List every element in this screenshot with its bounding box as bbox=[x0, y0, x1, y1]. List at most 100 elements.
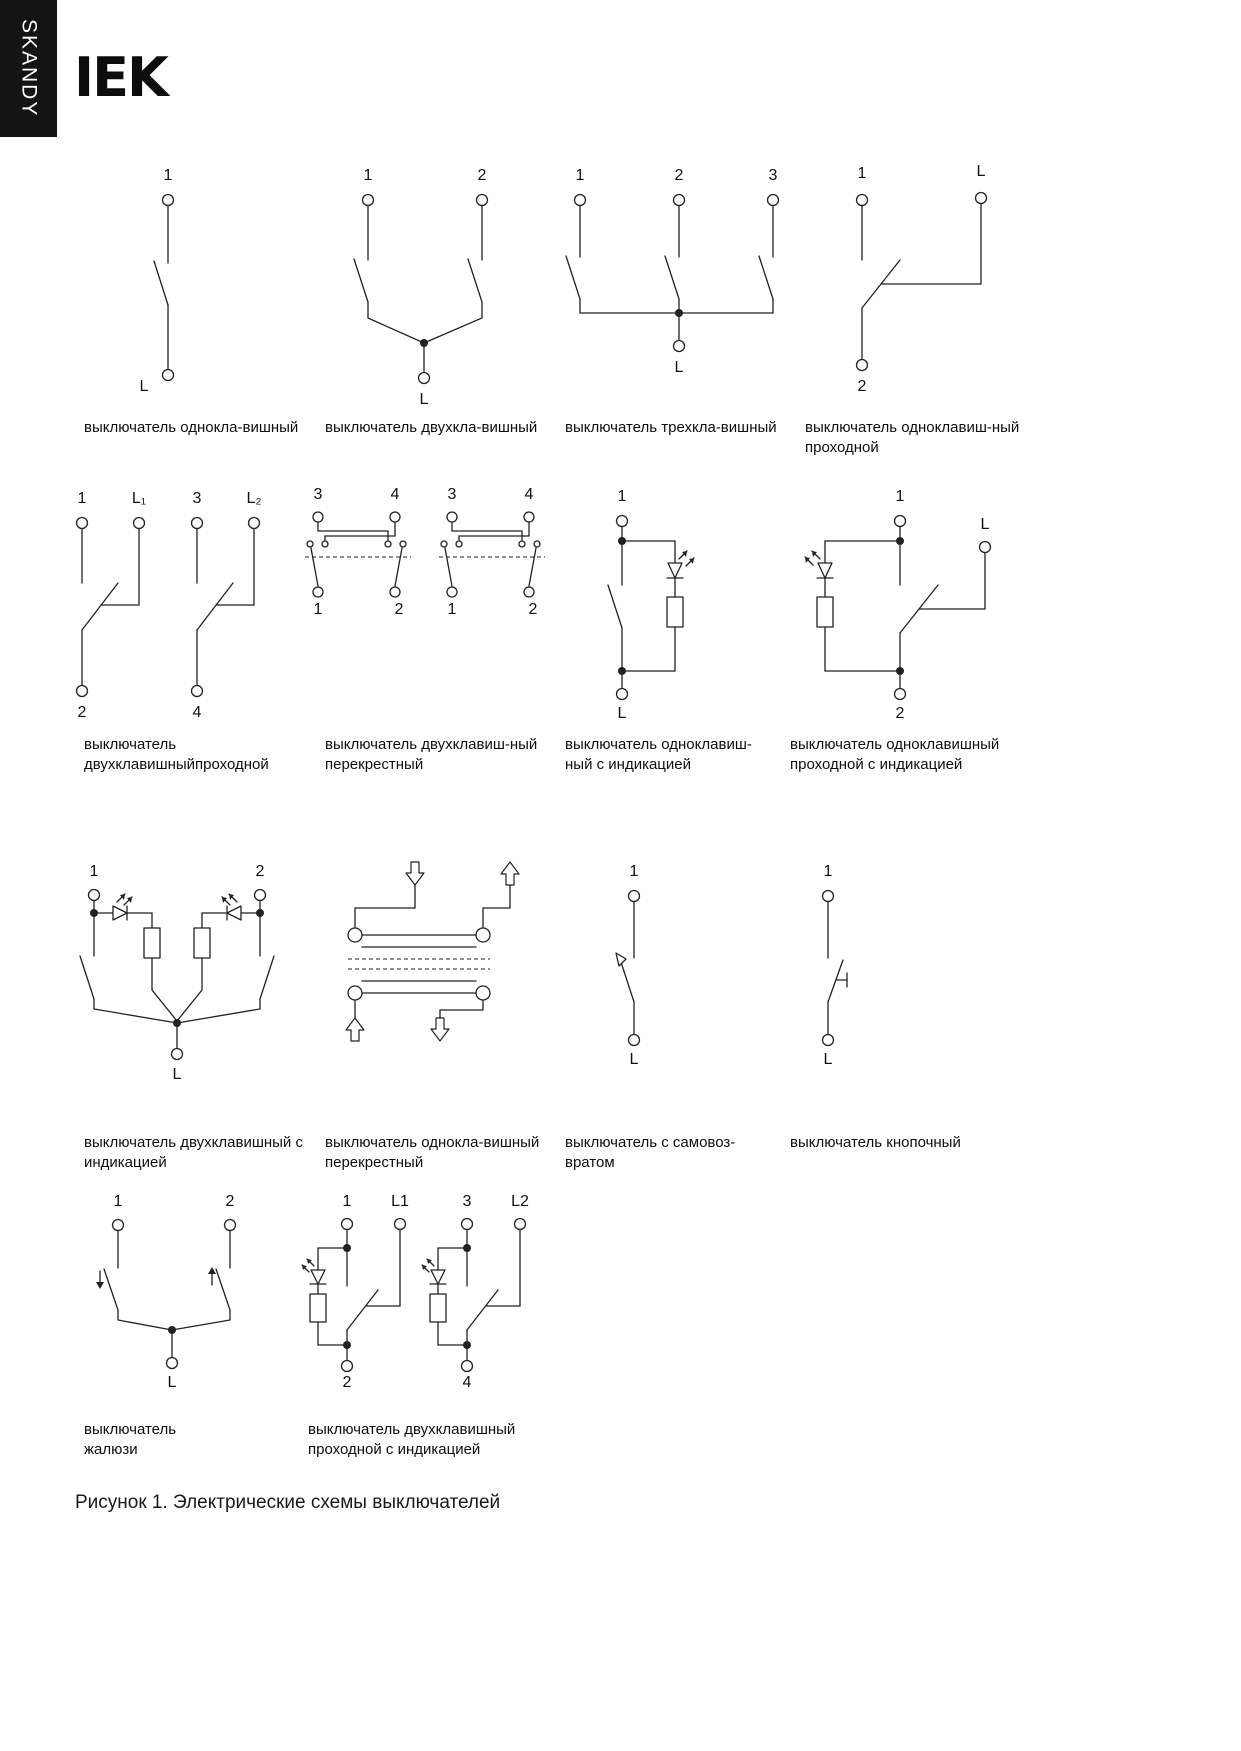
switch-contact bbox=[619, 958, 635, 1003]
terminal-label: L bbox=[977, 163, 986, 180]
diagram-double-pass-through-indicator-switch: 1 L1 2 3 bbox=[300, 1190, 560, 1410]
switch-contact bbox=[79, 955, 95, 1000]
diagram-caption: выключатель одноклавиш- ный с индикацией bbox=[565, 736, 752, 773]
contact bbox=[384, 540, 392, 548]
arrow-up-icon bbox=[208, 1267, 216, 1286]
led-icon bbox=[666, 550, 695, 579]
terminal-label: L bbox=[420, 391, 429, 408]
terminal bbox=[672, 193, 686, 207]
terminal-label: 2 bbox=[343, 1374, 352, 1391]
pass-through-schematic: 1 L 2 bbox=[855, 163, 988, 395]
skandy-banner: SKANDY bbox=[0, 0, 57, 137]
diagram-caption: выключатель двухкла-вишный bbox=[325, 419, 538, 436]
terminal bbox=[340, 1359, 354, 1373]
terminal bbox=[340, 1217, 354, 1231]
contact bbox=[321, 540, 329, 548]
terminal bbox=[460, 1359, 474, 1373]
switch-contact bbox=[353, 258, 369, 303]
terminal-label: 3 bbox=[314, 486, 323, 503]
double-pass-through-schematic: 1 L₁ 2 3 L₂ 4 bbox=[75, 490, 262, 721]
diagram-caption: выключатель с самовоз- вратом bbox=[565, 1134, 736, 1171]
terminal-label: 2 bbox=[858, 378, 867, 395]
terminal bbox=[893, 514, 907, 528]
terminal-label: 2 bbox=[675, 167, 684, 184]
terminal-label: 1 bbox=[618, 488, 627, 505]
terminal-label: L bbox=[981, 516, 990, 533]
diagram-caption: выключатель двухклавишныйпроходной bbox=[84, 736, 269, 773]
terminal bbox=[627, 1033, 641, 1047]
switch-contact bbox=[861, 259, 901, 309]
switch-contact bbox=[153, 260, 169, 306]
diagram-blinds-switch: 1 2 L bbox=[75, 1190, 310, 1410]
arrow-down-icon bbox=[430, 1017, 450, 1042]
switch-contact bbox=[466, 1289, 499, 1331]
double-switch-schematic: 1 2 L bbox=[353, 167, 489, 408]
terminal bbox=[161, 193, 175, 207]
terminal-label: 2 bbox=[226, 1193, 235, 1210]
terminal bbox=[393, 1217, 407, 1231]
diagram-double-switch-indicator: 1 2 bbox=[75, 860, 310, 1110]
terminal-label: 2 bbox=[529, 601, 538, 618]
contact bbox=[306, 540, 314, 548]
double-crossover-schematic: 3 4 1 2 3 4 bbox=[305, 486, 545, 618]
terminal bbox=[821, 889, 835, 903]
terminal-label: L bbox=[630, 1051, 639, 1068]
terminal bbox=[893, 687, 907, 701]
terminal bbox=[190, 684, 204, 698]
terminal-label: L bbox=[168, 1374, 177, 1391]
contact bbox=[399, 540, 407, 548]
terminal bbox=[165, 1356, 179, 1370]
led-icon bbox=[804, 550, 834, 579]
terminal bbox=[253, 888, 267, 902]
contact bbox=[440, 540, 448, 548]
terminal bbox=[627, 889, 641, 903]
terminal bbox=[615, 687, 629, 701]
diagram-caption: выключатель однокла-вишный bbox=[84, 419, 299, 436]
crossover-unit: 3 4 1 2 bbox=[305, 486, 411, 618]
diagram-single-switch-indicator: 1 L bbox=[560, 485, 795, 740]
diagram-pass-through-switch-indicator: 1 L 2 bbox=[790, 485, 1040, 740]
diagram-caption: выключатель двухклавишный проходной с ин… bbox=[308, 1421, 516, 1458]
contact bbox=[518, 540, 526, 548]
arrow-up-icon bbox=[345, 1017, 365, 1042]
resistor bbox=[816, 596, 834, 628]
diagram-single-crossover-switch bbox=[320, 860, 555, 1110]
terminal-label: L bbox=[675, 359, 684, 376]
switch-contact bbox=[607, 584, 623, 629]
terminal-label: L bbox=[824, 1051, 833, 1068]
resistor bbox=[309, 1293, 327, 1323]
terminal bbox=[475, 193, 489, 207]
terminal-label: 2 bbox=[896, 705, 905, 722]
terminal bbox=[821, 1033, 835, 1047]
terminal-label: 2 bbox=[256, 863, 265, 880]
terminal-label: 1 bbox=[164, 167, 173, 184]
terminal bbox=[161, 368, 175, 382]
terminal bbox=[111, 1218, 125, 1232]
terminal-label: 4 bbox=[463, 1374, 472, 1391]
double-switch-indicator-schematic: 1 2 bbox=[79, 863, 275, 1083]
led-icon bbox=[421, 1258, 447, 1285]
terminal bbox=[475, 985, 491, 1001]
diagram-caption: выключатель трехкла-вишный bbox=[565, 419, 777, 436]
terminal-label: 1 bbox=[314, 601, 323, 618]
terminal-label: 1 bbox=[343, 1193, 352, 1210]
switch-contact bbox=[103, 1268, 119, 1311]
terminal-label: 4 bbox=[193, 704, 202, 721]
terminal bbox=[223, 1218, 237, 1232]
self-return-icon bbox=[615, 952, 627, 967]
terminal bbox=[974, 191, 988, 205]
terminal bbox=[523, 511, 535, 523]
diagram-caption: выключатель одноклавишный проходной с ин… bbox=[790, 736, 1000, 773]
terminal-label: 2 bbox=[78, 704, 87, 721]
terminal bbox=[87, 888, 101, 902]
terminal bbox=[446, 586, 458, 598]
triple-switch-schematic: 1 2 3 L bbox=[565, 167, 780, 376]
figure-caption: Рисунок 1. Электрические схемы выключате… bbox=[75, 1492, 501, 1513]
terminal-label: L2 bbox=[511, 1193, 529, 1210]
terminal-label: L1 bbox=[391, 1193, 409, 1210]
switch-contact bbox=[758, 255, 774, 300]
resistor bbox=[666, 596, 684, 628]
terminal-label: 1 bbox=[858, 165, 867, 182]
arrow-down-icon bbox=[405, 861, 425, 886]
single-switch-indicator-schematic: 1 L bbox=[607, 488, 695, 722]
